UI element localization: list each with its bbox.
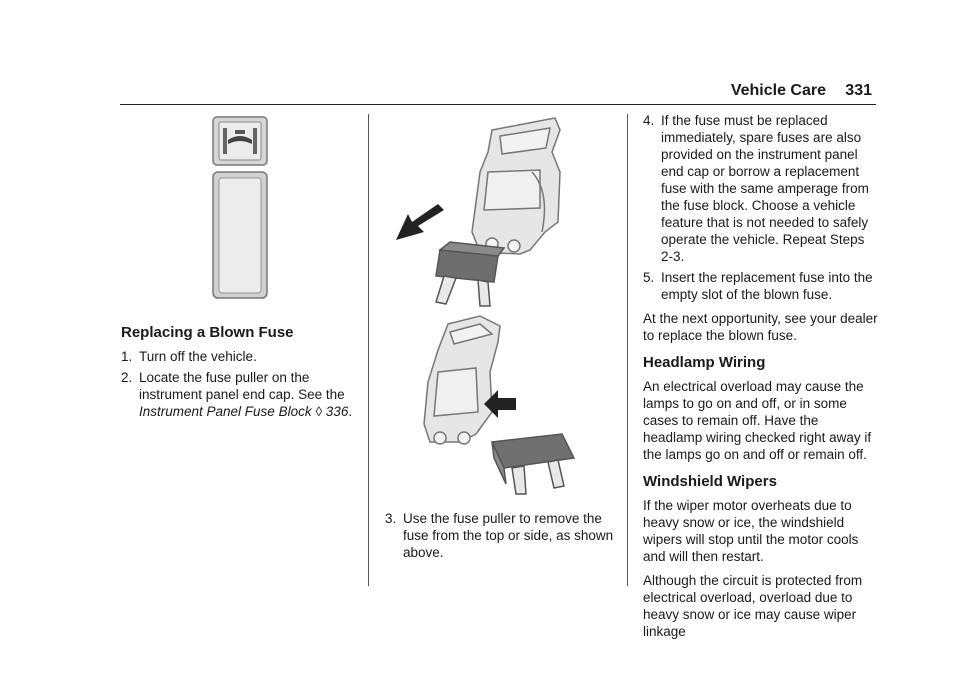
steps-list-left: 1. Turn off the vehicle. 2. Locate the f… [121, 348, 357, 420]
page-header: Vehicle Care 331 [120, 82, 876, 105]
column-divider-left [368, 114, 369, 586]
page-number: 331 [845, 82, 872, 99]
step-5: 5. Insert the replacement fuse into the … [643, 270, 873, 302]
fuse-removal-illustration [396, 117, 576, 495]
heading-windshield-wipers: Windshield Wipers [643, 473, 777, 490]
puller-bottom [423, 315, 501, 445]
fuse-replacement [490, 433, 576, 495]
steps-list-middle: 3. Use the fuse puller to remove the fus… [385, 510, 617, 561]
heading-headlamp-wiring: Headlamp Wiring [643, 354, 766, 371]
arrow-down-left-icon [396, 204, 444, 240]
middle-column: 3. Use the fuse puller to remove the fus… [385, 510, 617, 568]
fuse-puller-illustration [212, 116, 268, 299]
cross-reference-link[interactable]: Instrument Panel Fuse Block [139, 404, 312, 419]
step-4: 4. If the fuse must be replaced immediat… [643, 113, 869, 264]
paragraph-wiper-overheat: If the wiper motor overheats due to heav… [643, 498, 859, 564]
puller-top [471, 117, 561, 255]
section-title: Vehicle Care [730, 82, 826, 99]
cross-reference-page[interactable]: 336 [325, 404, 349, 419]
steps-list-right: 4. If the fuse must be replaced immediat… [643, 112, 879, 303]
step-1: 1. Turn off the vehicle. [121, 349, 257, 364]
paragraph-wiper-overload: Although the circuit is protected from e… [643, 573, 863, 639]
page-ref-icon: ◊ [315, 404, 323, 419]
heading-replacing-fuse: Replacing a Blown Fuse [121, 324, 294, 341]
paragraph-headlamp: An electrical overload may cause the lam… [643, 379, 872, 462]
right-column: 4. If the fuse must be replaced immediat… [643, 112, 879, 647]
step-3: 3. Use the fuse puller to remove the fus… [385, 511, 614, 560]
paragraph-dealer: At the next opportunity, see your dealer… [643, 311, 878, 343]
left-column: Replacing a Blown Fuse 1. Turn off the v… [121, 314, 357, 427]
arrow-left-icon [484, 390, 516, 418]
step-2: 2. Locate the fuse puller on the instrum… [121, 370, 353, 419]
column-divider-right [627, 114, 628, 586]
fuse-blown [435, 241, 506, 307]
